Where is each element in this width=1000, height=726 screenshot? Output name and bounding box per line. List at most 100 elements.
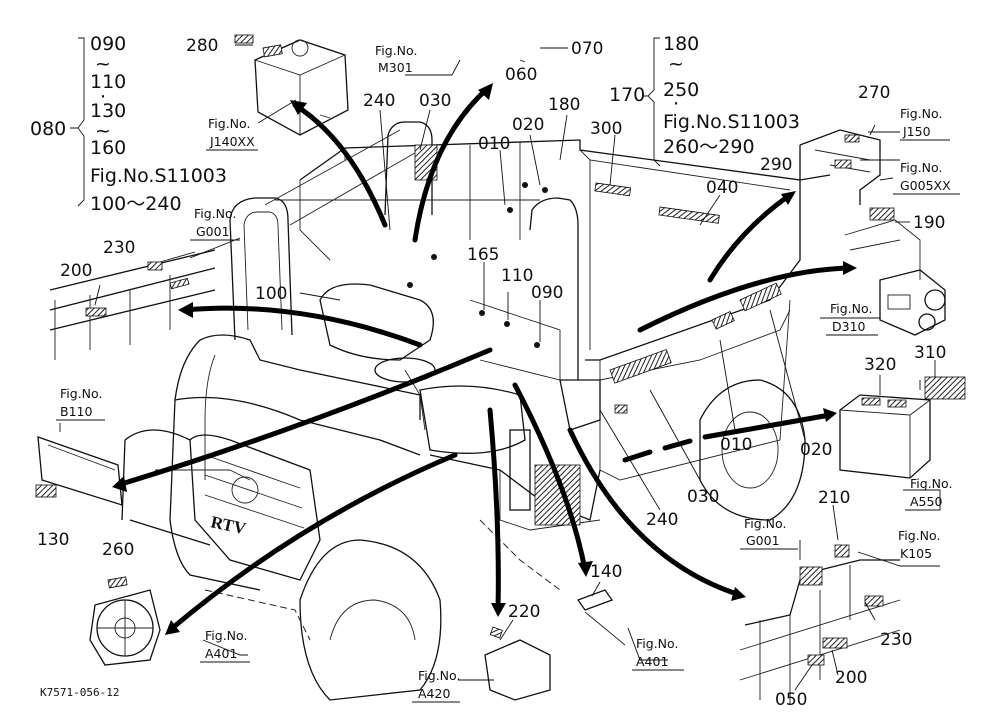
label-090b: 090 [531,283,563,303]
svg-text:Fig.No.: Fig.No. [910,476,952,491]
label-200a: 200 [60,261,92,281]
label-210: 210 [818,488,850,508]
svg-text:Fig.No.: Fig.No. [418,668,460,683]
label-250: 250 [663,79,699,101]
label-200b: 200 [835,668,867,688]
svg-text:K105: K105 [900,546,932,561]
b110-panel-drawing [35,436,123,506]
fig-ref-a401-left: Fig.No. A401 [200,628,250,663]
fig-ref-a550: Fig.No. A550 [910,476,952,509]
label-010b: 010 [720,435,752,455]
svg-text:Fig.No.: Fig.No. [830,301,872,316]
fig-ref-k105: Fig.No. K105 [898,528,940,561]
label-030a: 030 [419,91,451,111]
label-range-260-290: 260～290 [663,136,755,158]
label-290: 290 [760,155,792,175]
svg-text:A401: A401 [636,654,668,669]
label-240a: 240 [363,91,395,111]
svg-text:B110: B110 [60,404,92,419]
label-165: 165 [467,245,499,265]
label-230a: 230 [103,238,135,258]
label-100: 100 [255,284,287,304]
svg-text:Fig.No.: Fig.No. [375,43,417,58]
svg-text:Fig.No.: Fig.No. [194,206,236,221]
label-320: 320 [864,355,896,375]
svg-text:Fig.No.: Fig.No. [900,106,942,121]
utility-vehicle-drawing: RTV [121,121,806,701]
figure-references: Fig.No. J140XX Fig.No. M301 Fig.No. J150… [56,43,960,703]
svg-text:J140XX: J140XX [209,134,255,149]
svg-text:A420: A420 [418,686,450,701]
label-230b: 230 [880,630,912,650]
svg-text:Fig.No.: Fig.No. [208,116,250,131]
label-190: 190 [913,213,945,233]
tail-light-drawing [844,219,946,336]
label-060: 060 [505,65,537,85]
label-tilde2: ~ [95,120,111,142]
label-030b: 030 [687,487,719,507]
label-180b: 180 [548,95,580,115]
label-range-100-240: 100～240 [90,193,182,215]
label-310: 310 [914,343,946,363]
label-110a: 110 [90,71,126,93]
svg-text:A550: A550 [910,494,942,509]
label-180a: 180 [663,33,699,55]
svg-text:Fig.No.: Fig.No. [636,636,678,651]
label-020a: 020 [512,115,544,135]
label-240b: 240 [646,510,678,530]
fig-ref-g001-left: Fig.No. G001 [190,206,240,241]
svg-text:D310: D310 [832,319,866,334]
fig-ref-j150: Fig.No. J150 [900,106,950,141]
label-090a: 090 [90,33,126,55]
a420-bracket-drawing [484,626,551,701]
fig-ref-m301: Fig.No. M301 [375,43,417,75]
svg-text:G001: G001 [196,224,230,239]
svg-text:G001: G001 [746,533,780,548]
fig-ref-a420: Fig.No. A420 [412,668,460,703]
label-260: 260 [102,540,134,560]
label-010a: 010 [478,134,510,154]
fig-ref-d310: Fig.No. D310 [826,301,878,336]
fan-shroud-drawing [89,576,161,666]
label-300: 300 [590,119,622,139]
leader-lines [59,37,941,691]
fuel-tank-drawing [234,34,349,136]
svg-text:Fig.No.: Fig.No. [898,528,940,543]
fig-ref-g001-right: Fig.No. G001 [740,516,798,550]
label-fig-s11003-b: Fig.No.S11003 [663,111,800,133]
battery-drawing [839,376,966,479]
label-280: 280 [186,36,218,56]
fig-ref-j140xx: Fig.No. J140XX [206,116,258,151]
svg-text:Fig.No.: Fig.No. [60,386,102,401]
svg-text:A401: A401 [205,646,237,661]
svg-text:G005XX: G005XX [900,178,951,193]
label-dot2: · [673,93,679,115]
label-130a: 130 [90,100,126,122]
label-fig-s11003-a: Fig.No.S11003 [90,165,227,187]
label-080: 080 [30,118,66,140]
svg-text:M301: M301 [378,60,413,75]
label-130b: 130 [37,530,69,550]
label-050: 050 [775,690,807,710]
svg-text:Fig.No.: Fig.No. [744,516,786,531]
part-labels: 080 090 ~ 110 · 130 ~ 160 Fig.No.S11003 … [30,33,946,710]
label-tilde3: ~ [668,53,684,75]
left-frame-drawing [49,249,216,360]
svg-text:Fig.No.: Fig.No. [205,628,247,643]
label-070: 070 [571,39,603,59]
label-170: 170 [609,84,645,106]
label-160: 160 [90,137,126,159]
right-lower-frame-drawing [739,544,901,705]
fig-ref-b110: Fig.No. B110 [56,386,105,421]
label-220: 220 [508,602,540,622]
label-140: 140 [590,562,622,582]
a401-small-drawing [576,589,626,646]
fig-ref-g005xx: Fig.No. G005XX [893,160,960,195]
vehicle-badge: RTV [209,512,248,538]
svg-text:J150: J150 [902,124,931,139]
label-040: 040 [706,178,738,198]
label-dot1: · [100,86,106,108]
fig-ref-a401-right: Fig.No. A401 [632,636,684,671]
svg-text:Fig.No.: Fig.No. [900,160,942,175]
